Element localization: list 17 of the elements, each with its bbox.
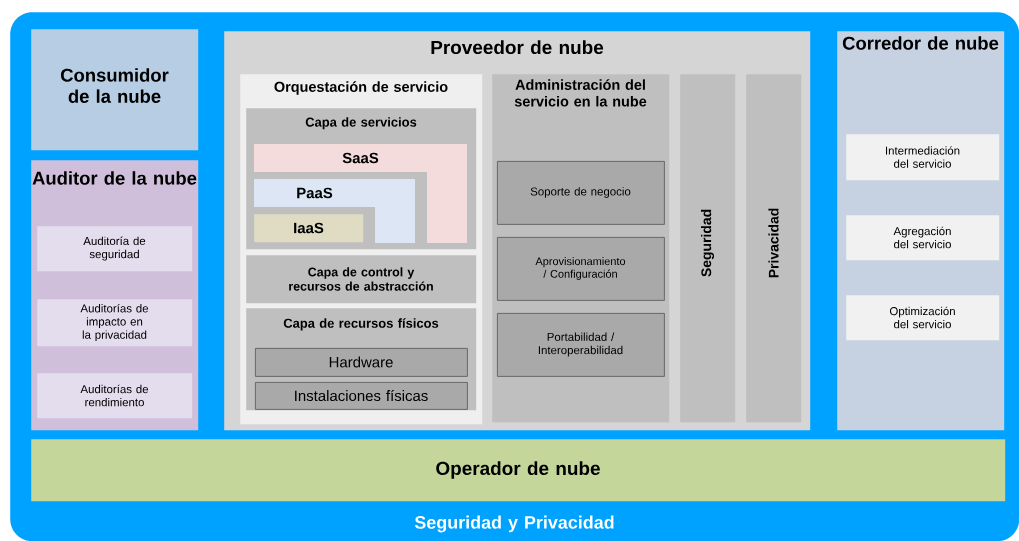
activity-box: Optimización del servicio: [846, 295, 1000, 341]
layer-box: Capa de control y recursos de abstracción: [246, 255, 477, 304]
operator-band: Operador de nube: [31, 439, 1006, 502]
activity-box: Auditoría de seguridad: [37, 226, 193, 272]
component-box: Aprovisionamiento / Configuración: [497, 237, 665, 301]
activity-box: Agregación del servicio: [846, 215, 1000, 261]
activity-box: Intermediación del servicio: [846, 134, 1000, 181]
component-box: Instalaciones físicas: [255, 382, 468, 410]
component-box: Portabilidad / Interoperabilidad: [497, 313, 665, 377]
vertical-band: Privacidad: [746, 74, 802, 423]
vertical-band: Seguridad: [680, 74, 736, 423]
service-model-box: IaaS: [254, 214, 364, 243]
activity-box: Auditorías de rendimiento: [37, 373, 193, 419]
component-box: Soporte de negocio: [497, 161, 665, 225]
role-box: Consumidor de la nube: [31, 29, 199, 151]
activity-box: Auditorías de impacto en la privacidad: [37, 299, 193, 347]
component-box: Hardware: [255, 348, 468, 377]
